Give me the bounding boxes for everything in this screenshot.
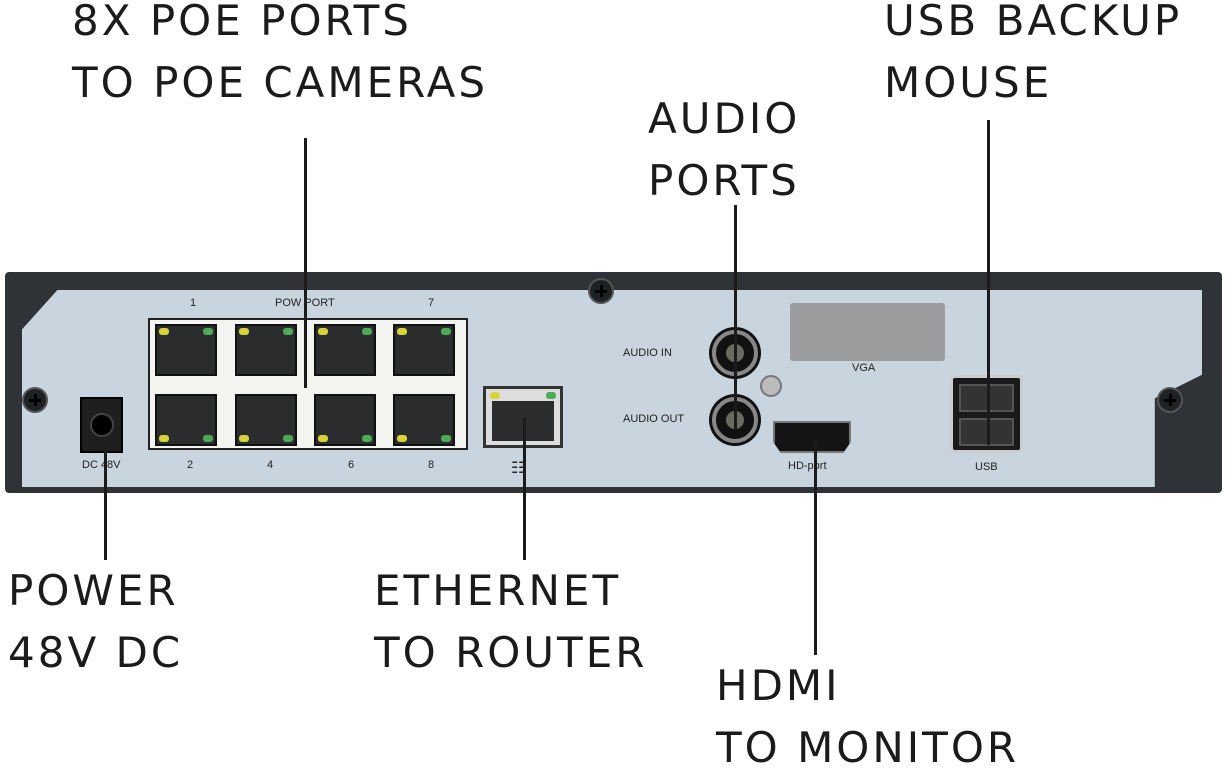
leader-line-usb [987, 120, 990, 445]
label-port-7: 7 [428, 297, 435, 309]
callout-line: TO POE CAMERAS [72, 58, 489, 107]
poe-port-7[interactable] [393, 324, 455, 376]
label-audio-out: AUDIO OUT [623, 413, 685, 425]
leader-line-ethernet [523, 418, 526, 560]
callout-line: TO MONITOR [716, 723, 1020, 772]
poe-port-6[interactable] [314, 394, 376, 446]
poe-port-8[interactable] [393, 394, 455, 446]
label-vga: VGA [852, 362, 876, 374]
callout-line: PORTS [648, 156, 800, 205]
label-port-1: 1 [190, 297, 197, 309]
callout-audio: AUDIO PORTS [648, 88, 800, 212]
label-port-8: 8 [428, 459, 435, 471]
label-usb: USB [975, 461, 998, 473]
ethernet-port[interactable] [483, 386, 563, 448]
callout-line: TO ROUTER [374, 628, 648, 677]
label-port-6: 6 [348, 459, 355, 471]
callout-usb: USB BACKUP MOUSE [884, 0, 1182, 114]
leader-line-power [104, 448, 107, 560]
poe-port-block [148, 318, 468, 450]
callout-ethernet: ETHERNET TO ROUTER [374, 560, 647, 684]
leader-line-hdmi [814, 438, 817, 655]
poe-port-3[interactable] [235, 324, 297, 376]
callout-line: AUDIO [648, 94, 801, 143]
callout-line: MOUSE [884, 58, 1053, 107]
callout-line: 48V DC [8, 628, 184, 677]
screw-icon [1157, 387, 1183, 413]
screw-icon [760, 375, 782, 397]
callout-line: 8X POE PORTS [72, 0, 412, 45]
screw-icon [588, 278, 614, 304]
callout-line: USB BACKUP [884, 0, 1183, 45]
dc-power-jack[interactable] [80, 397, 123, 453]
label-port-2: 2 [187, 459, 194, 471]
hdmi-port[interactable] [773, 421, 851, 453]
network-icon: ☷ [511, 460, 526, 477]
label-port-4: 4 [267, 459, 274, 471]
leader-line-audio [734, 205, 737, 430]
callout-power: POWER 48V DC [8, 560, 183, 684]
usb-ports[interactable] [950, 375, 1023, 453]
label-audio-in: AUDIO IN [623, 347, 672, 359]
poe-port-2[interactable] [155, 394, 217, 446]
callout-poe: 8X POE PORTS TO POE CAMERAS [72, 0, 488, 114]
callout-line: ETHERNET [374, 566, 622, 615]
label-hd-port: HD-port [788, 460, 827, 472]
poe-port-4[interactable] [235, 394, 297, 446]
poe-port-1[interactable] [155, 324, 217, 376]
poe-port-5[interactable] [314, 324, 376, 376]
vga-port-cover [790, 303, 945, 361]
label-dc: DC 48V [82, 459, 121, 471]
callout-line: POWER [8, 566, 179, 615]
callout-hdmi: HDMI TO MONITOR [716, 655, 1019, 779]
leader-line-poe [304, 138, 307, 388]
screw-icon [22, 387, 48, 413]
callout-line: HDMI [716, 661, 841, 710]
